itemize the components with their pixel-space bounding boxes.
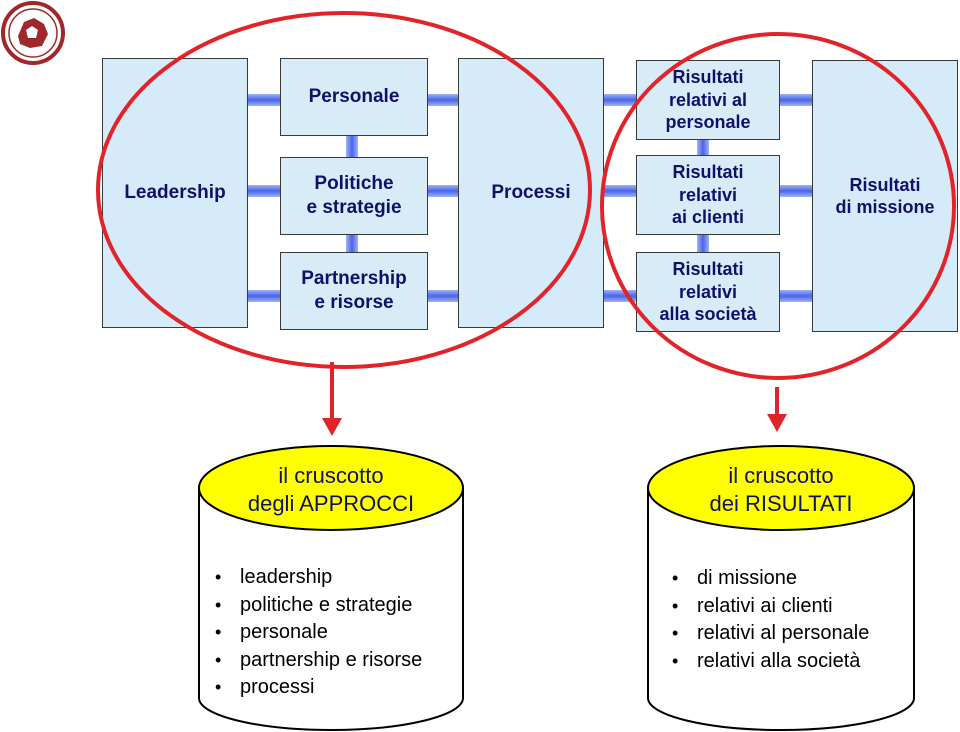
connector: [426, 185, 460, 197]
cruscotto-risultati-title: il cruscotto dei RISULTATI: [709, 463, 853, 516]
list-item: politiche e strategie: [212, 592, 422, 620]
seal-logo: [1, 1, 65, 65]
connector: [346, 232, 358, 254]
connector: [778, 290, 814, 302]
connector: [697, 232, 709, 254]
connector: [697, 138, 709, 158]
list-item: relativi alla società: [669, 648, 869, 676]
connector: [778, 94, 814, 106]
politiche-box: Politiche e strategie: [280, 157, 428, 235]
risultati-personale-box: Risultati relativi al personale: [636, 60, 780, 140]
list-item: relativi ai clienti: [669, 593, 869, 621]
connector: [246, 185, 282, 197]
leadership-box: Leadership: [102, 58, 248, 328]
risultati-societa-box: Risultati relativi alla società: [636, 252, 780, 332]
connector: [602, 185, 638, 197]
connector: [426, 290, 460, 302]
approcci-list: leadership politiche e strategie persona…: [212, 564, 422, 702]
down-arrow-right: [767, 387, 787, 432]
results-ellipse: [600, 32, 956, 380]
list-item: partnership e risorse: [212, 647, 422, 675]
personale-box: Personale: [280, 58, 428, 136]
enablers-ellipse: [96, 11, 592, 369]
partnership-box: Partnership e risorse: [280, 252, 428, 330]
list-item: personale: [212, 619, 422, 647]
connector: [778, 185, 814, 197]
list-item: relativi al personale: [669, 620, 869, 648]
risultati-list: di missione relativi ai clienti relativi…: [669, 565, 869, 675]
connector: [426, 94, 460, 106]
list-item: processi: [212, 674, 422, 702]
connector: [246, 94, 282, 106]
list-item: di missione: [669, 565, 869, 593]
connector: [346, 134, 358, 158]
processi-box: Processi: [458, 58, 604, 328]
risultati-clienti-box: Risultati relativi ai clienti: [636, 155, 780, 235]
down-arrow-left: [322, 362, 342, 436]
list-item: leadership: [212, 564, 422, 592]
connector: [602, 94, 638, 106]
connector: [246, 290, 282, 302]
cruscotto-approcci-title: il cruscotto degli APPROCCI: [247, 463, 415, 516]
